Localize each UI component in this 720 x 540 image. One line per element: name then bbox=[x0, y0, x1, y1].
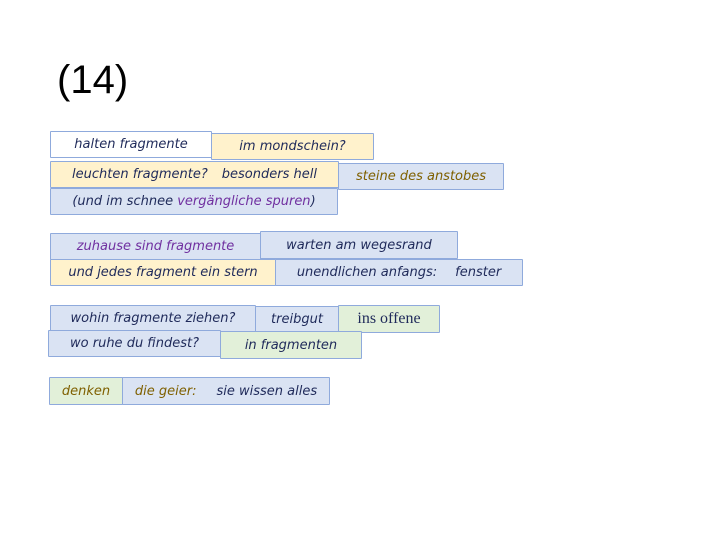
fragment-text: sie wissen alles bbox=[216, 383, 318, 399]
fragment-box: wohin fragmente ziehen? bbox=[50, 305, 256, 332]
fragment-box: unendlichen anfangs: fenster bbox=[275, 259, 523, 286]
fragment-box: (und im schnee vergängliche spuren) bbox=[50, 188, 338, 215]
fragment-text: besonders hell bbox=[221, 167, 317, 182]
fragment-box: leuchten fragmente? besonders hell bbox=[50, 161, 339, 188]
fragment-text: wohin fragmente ziehen? bbox=[70, 311, 236, 326]
fragment-text: treibgut bbox=[271, 311, 323, 327]
fragment-text: wo ruhe du findest? bbox=[70, 336, 199, 351]
slide-title: (14) bbox=[57, 58, 129, 102]
fragment-box: warten am wegesrand bbox=[260, 231, 458, 259]
fragment-box: wo ruhe du findest? bbox=[48, 330, 221, 357]
fragment-text: (und im schnee bbox=[72, 194, 178, 209]
fragment-text: im mondschein? bbox=[239, 139, 346, 154]
fragment-text: ins offene bbox=[357, 310, 421, 327]
fragment-text: und jedes fragment ein stern bbox=[68, 265, 258, 280]
fragment-text: unendlichen anfangs: bbox=[296, 265, 438, 280]
fragment-box: zuhause sind fragmente bbox=[50, 233, 261, 260]
fragment-box: in fragmenten bbox=[220, 331, 362, 359]
fragment-text: die geier: bbox=[134, 383, 197, 399]
fragment-box: steine des anstobes bbox=[338, 163, 504, 190]
fragment-box: im mondschein? bbox=[211, 133, 374, 160]
fragment-text: denken bbox=[61, 383, 111, 399]
fragment-text: leuchten fragmente? bbox=[72, 167, 208, 182]
fragment-text: fenster bbox=[455, 265, 502, 280]
fragment-box: denken bbox=[49, 377, 123, 405]
fragment-box: treibgut bbox=[255, 306, 339, 332]
fragment-text: halten fragmente bbox=[74, 137, 188, 152]
fragment-text: vergängliche spuren bbox=[177, 194, 311, 209]
fragment-box: und jedes fragment ein stern bbox=[50, 259, 276, 286]
fragment-box: halten fragmente bbox=[50, 131, 212, 158]
fragment-box: ins offene bbox=[338, 305, 440, 333]
fragment-text: in fragmenten bbox=[244, 337, 338, 353]
fragment-text: steine des anstobes bbox=[355, 169, 487, 184]
fragment-box: die geier: sie wissen alles bbox=[122, 377, 330, 405]
fragment-text: warten am wegesrand bbox=[286, 237, 432, 253]
fragment-text: ) bbox=[310, 194, 316, 209]
fragment-text: zuhause sind fragmente bbox=[76, 239, 235, 254]
